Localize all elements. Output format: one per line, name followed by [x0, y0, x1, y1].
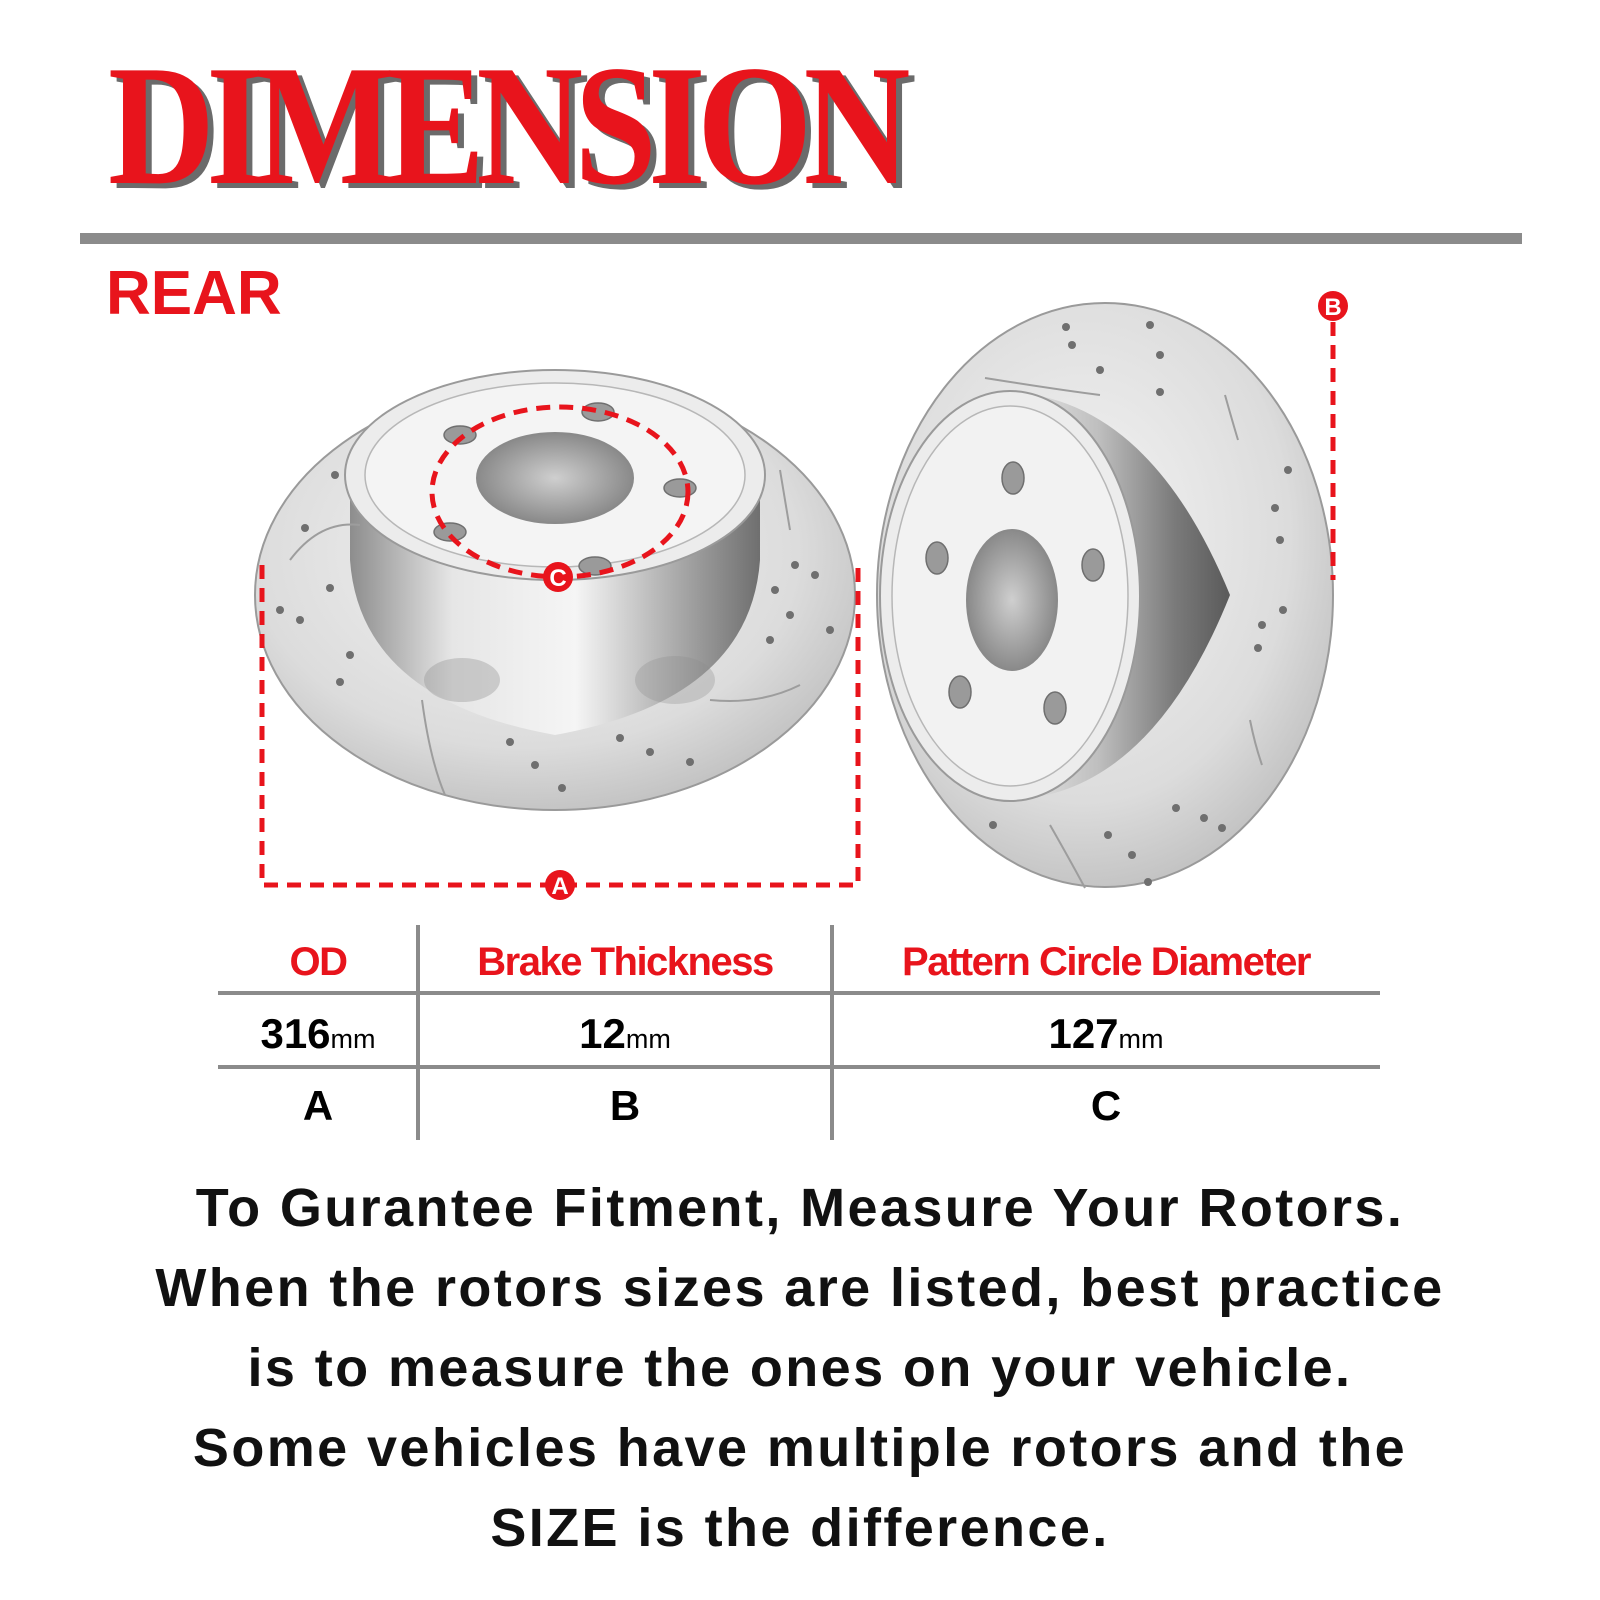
- letter-b: B: [609, 1082, 641, 1129]
- note-line: is to measure the ones on your vehicle.: [247, 1338, 1353, 1398]
- note-line: Some vehicles have multiple rotors and t…: [192, 1418, 1408, 1478]
- value-brake-thickness: 12mm: [418, 1010, 832, 1058]
- header-od: OD: [289, 940, 349, 984]
- fitment-note: To Gurantee Fitment, Measure Your Rotors…: [60, 1168, 1540, 1568]
- dimension-c: C: [429, 404, 691, 592]
- value-number: 12: [579, 1010, 626, 1057]
- value-unit: mm: [625, 1024, 671, 1054]
- value-unit: mm: [1118, 1024, 1164, 1054]
- header-pattern-circle-diameter: Pattern Circle Diameter: [902, 940, 1311, 984]
- spec-table-grid: [218, 925, 1380, 1140]
- marker-a-label: A: [551, 873, 568, 900]
- value-pattern-circle: 127mm: [832, 1010, 1380, 1058]
- dimension-a: A: [259, 565, 861, 900]
- note-line: SIZE is the difference.: [490, 1498, 1110, 1558]
- value-number: 127: [1048, 1010, 1119, 1057]
- dimension-b: B: [1318, 291, 1348, 580]
- page-title: DIMENSION: [108, 31, 910, 221]
- letter-c: C: [1090, 1082, 1122, 1129]
- title-divider: [80, 233, 1522, 244]
- value-od: 316mm: [218, 1010, 418, 1058]
- value-number: 316: [260, 1010, 331, 1057]
- header-brake-thickness: Brake Thickness: [477, 940, 774, 984]
- value-unit: mm: [330, 1024, 376, 1054]
- right-rotor: [876, 302, 1334, 889]
- marker-c-label: C: [549, 565, 566, 592]
- letter-a: A: [302, 1082, 334, 1129]
- section-label: REAR: [106, 259, 282, 328]
- note-line: To Gurantee Fitment, Measure Your Rotors…: [195, 1178, 1405, 1238]
- marker-b-label: B: [1324, 294, 1341, 321]
- note-line: When the rotors sizes are listed, best p…: [155, 1258, 1445, 1318]
